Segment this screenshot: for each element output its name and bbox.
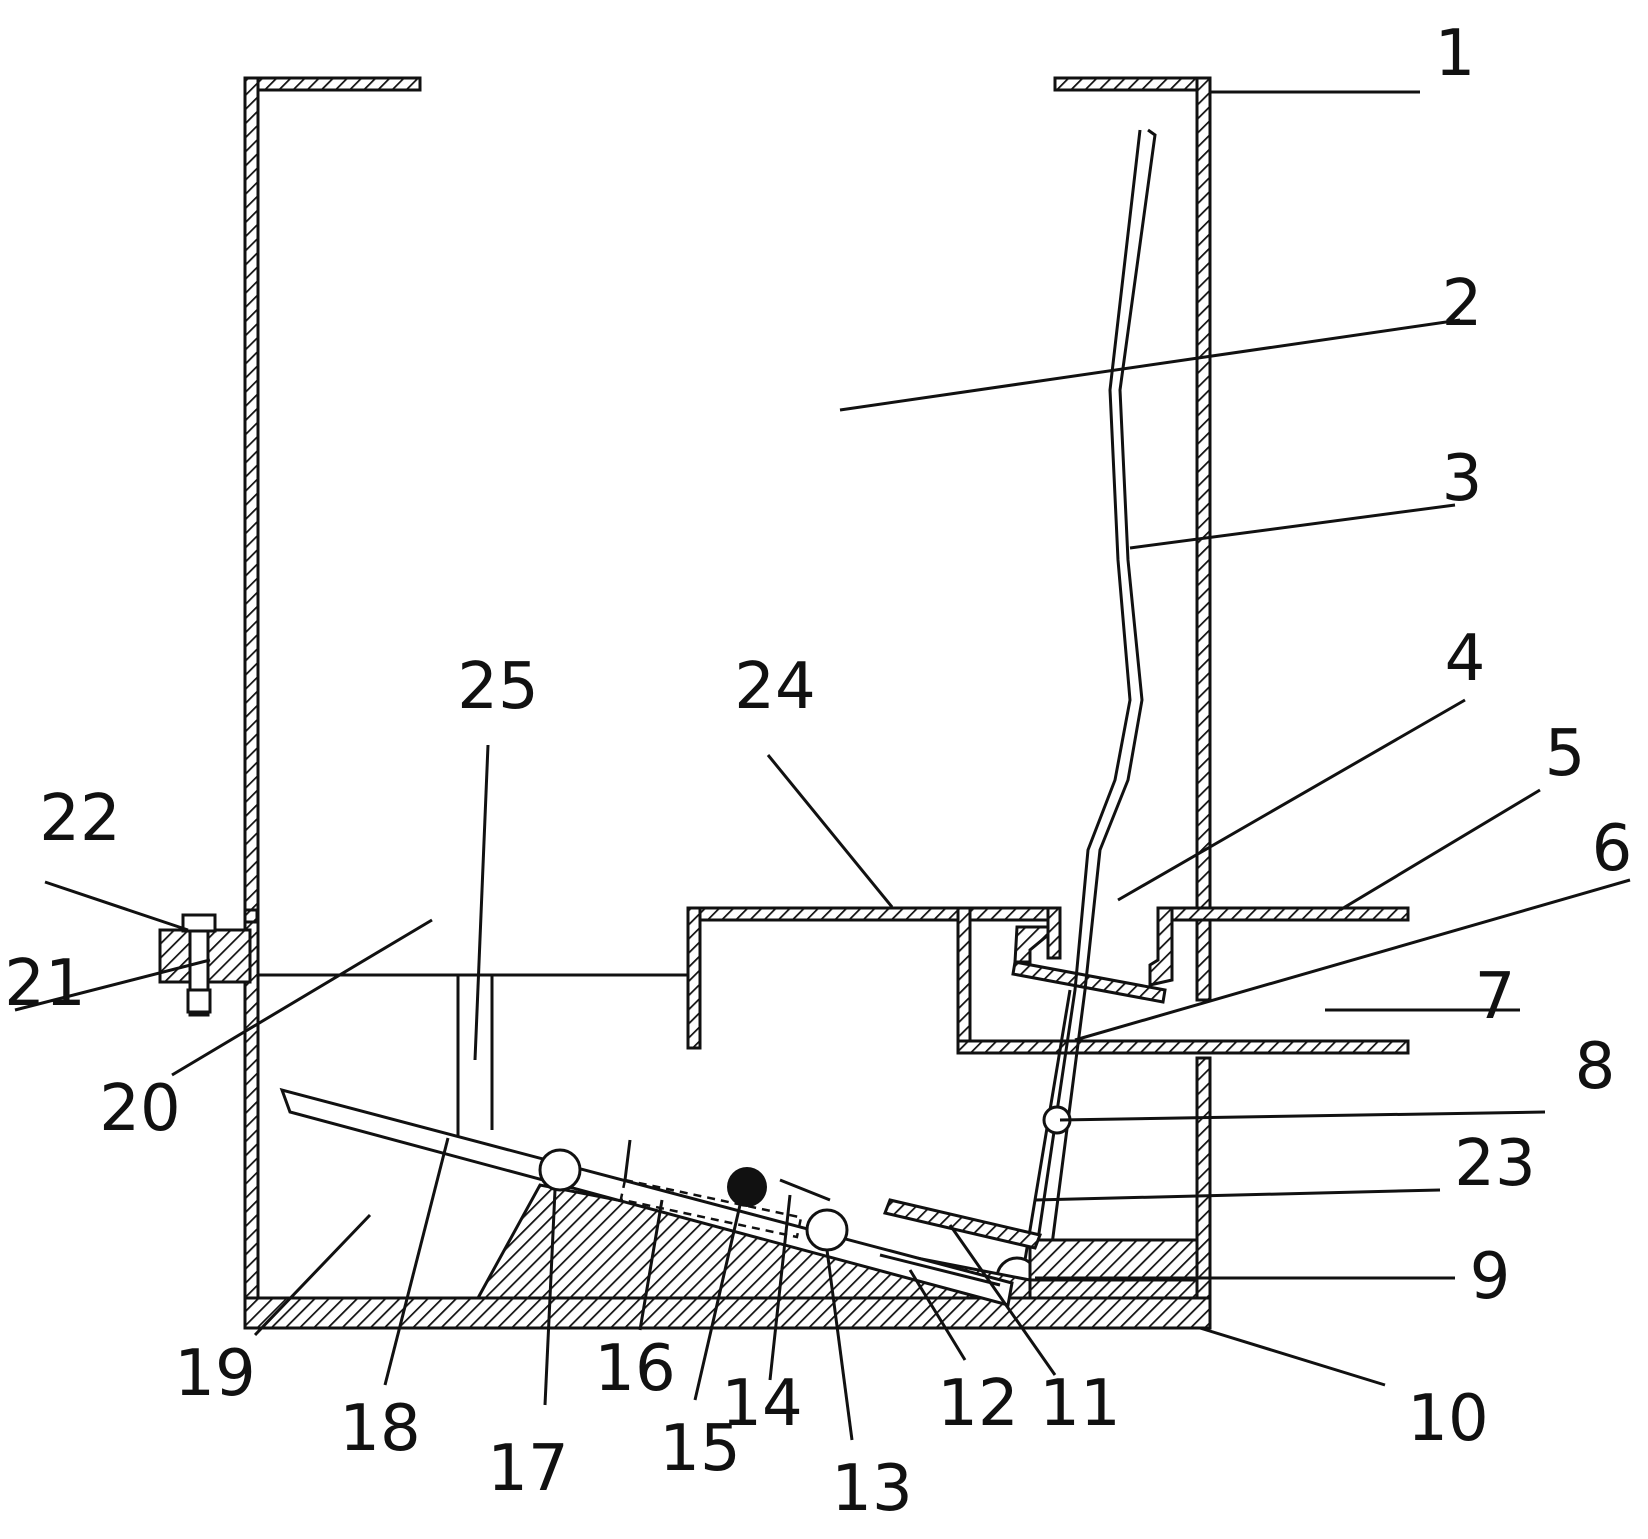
top-left-flange xyxy=(243,76,422,92)
funnel-right-lip xyxy=(1148,906,1174,987)
label-20: 20 xyxy=(99,1072,180,1146)
rod-3-inner xyxy=(1033,129,1142,1261)
slider-16 xyxy=(619,1178,803,1239)
leader-5 xyxy=(1339,788,1541,912)
label-3: 3 xyxy=(1442,442,1483,516)
leader-4 xyxy=(1117,698,1466,902)
leader-16 xyxy=(638,1199,664,1331)
leader-22 xyxy=(44,880,189,932)
bottom-plate xyxy=(243,1296,1212,1330)
label-5: 5 xyxy=(1545,717,1586,791)
nut xyxy=(186,988,212,1014)
right-wall-lower xyxy=(1195,1056,1212,1330)
box-right-lip xyxy=(1046,906,1062,960)
label-23: 23 xyxy=(1454,1127,1535,1201)
leader-3 xyxy=(1129,503,1456,550)
label-9: 9 xyxy=(1470,1240,1511,1314)
roller-13 xyxy=(805,1208,849,1252)
label-17: 17 xyxy=(487,1432,568,1506)
label-4: 4 xyxy=(1445,622,1486,696)
housing xyxy=(243,76,1212,1330)
leader-15 xyxy=(693,1204,742,1401)
label-2: 2 xyxy=(1442,267,1483,341)
t-channel xyxy=(258,973,688,1138)
partition-plate-24 xyxy=(686,906,1062,922)
leader-lines xyxy=(14,90,1631,1441)
label-7: 7 xyxy=(1475,960,1516,1034)
lever-rod xyxy=(995,128,1157,1300)
leader-19 xyxy=(253,1213,372,1337)
clamp-block xyxy=(158,913,252,1017)
leader-2 xyxy=(839,318,1461,412)
label-21: 21 xyxy=(4,947,85,1021)
label-8: 8 xyxy=(1575,1030,1616,1104)
label-22: 22 xyxy=(39,782,120,856)
box-left-wall xyxy=(956,906,972,1055)
label-13: 13 xyxy=(831,1452,912,1526)
leader-18 xyxy=(383,1137,450,1386)
label-6: 6 xyxy=(1592,812,1633,886)
label-12: 12 xyxy=(937,1367,1018,1441)
lower-plate xyxy=(956,1039,1410,1055)
leader-24 xyxy=(766,754,894,908)
label-1: 1 xyxy=(1435,17,1476,91)
leader-25 xyxy=(473,744,490,1061)
label-18: 18 xyxy=(339,1392,420,1466)
label-24: 24 xyxy=(734,650,815,724)
leader-8 xyxy=(1059,1110,1546,1122)
partition-down-leg xyxy=(686,906,702,1050)
bolt-head xyxy=(181,913,217,933)
base-right-block-10 xyxy=(1028,1238,1199,1300)
leader-12 xyxy=(908,1269,967,1361)
base-mechanism xyxy=(279,1087,1199,1307)
leader-20 xyxy=(171,918,433,1077)
roller-17 xyxy=(538,1148,582,1192)
label-25: 25 xyxy=(457,650,538,724)
label-11: 11 xyxy=(1039,1367,1120,1441)
leader-13 xyxy=(825,1249,854,1441)
left-wall xyxy=(243,76,260,1330)
strip-12 xyxy=(879,1253,1001,1287)
label-19: 19 xyxy=(174,1337,255,1411)
part-labels: 1 2 3 4 5 6 7 8 9 10 11 12 13 14 15 16 1… xyxy=(4,17,1632,1526)
leader-11 xyxy=(948,1224,1057,1376)
label-16: 16 xyxy=(594,1332,675,1406)
plate-11 xyxy=(882,1198,1043,1250)
funnel-assembly xyxy=(1011,925,1167,1004)
funnel-plate-6 xyxy=(1011,960,1167,1004)
leader-10 xyxy=(1199,1326,1386,1387)
spring-14 xyxy=(779,1178,831,1202)
pin-16 xyxy=(623,1139,632,1181)
leader-14 xyxy=(768,1194,792,1381)
leader-17 xyxy=(543,1189,557,1406)
plate-5 xyxy=(1156,906,1410,922)
rod-3-outer xyxy=(1048,128,1157,1261)
partition-left-stub xyxy=(243,908,259,924)
leader-6 xyxy=(1074,878,1631,1042)
partition-plate xyxy=(243,906,1410,1055)
label-10: 10 xyxy=(1407,1382,1488,1456)
funnel-left-wing xyxy=(1013,925,1050,964)
leader-23 xyxy=(1034,1188,1441,1202)
ball-15 xyxy=(727,1167,767,1207)
leader-21 xyxy=(14,958,211,1012)
label-15: 15 xyxy=(659,1412,740,1486)
top-right-flange xyxy=(1053,76,1212,92)
label-14: 14 xyxy=(721,1367,802,1441)
